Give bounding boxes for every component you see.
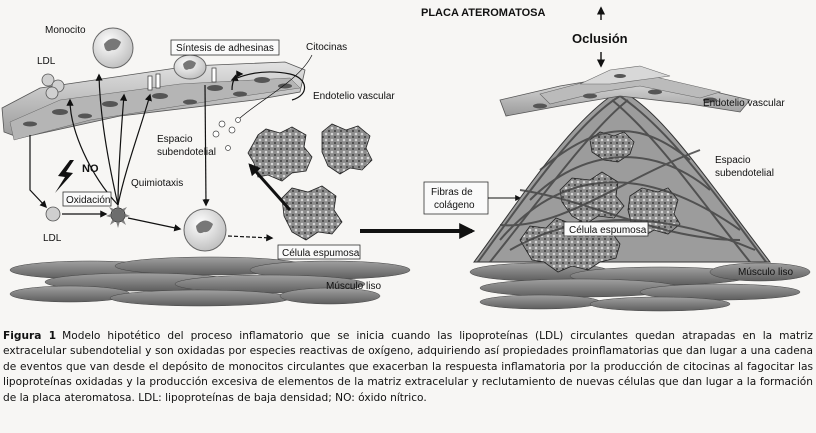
right-endothelium-layer [499, 65, 751, 117]
label-monocito: Monocito [45, 25, 86, 36]
label-espacio-right-1: Espacio [715, 155, 751, 166]
label-no: NO [82, 163, 99, 175]
ldl-top-particles [41, 73, 65, 100]
label-sintesis-adhesinas: Síntesis de adhesinas [176, 43, 274, 54]
caption-label: Figura 1 [3, 330, 57, 342]
foam-cell-arrow [248, 163, 292, 211]
oxidacion-box [62, 191, 112, 207]
label-quimiotaxis: Quimiotaxis [131, 178, 183, 189]
label-oxidacion: Oxidación [66, 195, 110, 206]
left-foam-cell-cluster [247, 123, 373, 241]
monocyte-top-cell [92, 27, 134, 69]
citocina-particles [212, 117, 241, 151]
label-musculo-liso-right: Músculo liso [738, 267, 793, 278]
label-endotelio-vascular-left: Endotelio vascular [313, 91, 395, 102]
label-musculo-liso-left: Músculo liso [326, 281, 381, 292]
label-fibras-2: colágeno [434, 200, 475, 211]
label-celula-espumosa-right: Célula espumosa [569, 225, 647, 236]
label-espacio-left-2: subendotelial [157, 147, 216, 158]
label-ldl-top: LDL [37, 56, 56, 67]
left-endothelium-layer [1, 61, 306, 141]
label-ldl-bottom: LDL [43, 233, 62, 244]
celula-espumosa-box-right [563, 221, 649, 237]
right-smooth-muscle-layer [469, 262, 811, 312]
adhering-monocyte-cell [173, 54, 207, 80]
ldl-bottom-particle [45, 206, 61, 222]
sintesis-adhesinas-box [170, 39, 280, 56]
middle-section: Fibras de colágeno [360, 181, 522, 239]
left-smooth-muscle-layer [9, 256, 411, 307]
label-celula-espumosa-left: Célula espumosa [282, 248, 360, 259]
oxidized-ldl-star [106, 203, 130, 228]
fibras-colageno-box [423, 181, 489, 215]
left-panel: Monocito LDL Síntesis de adhesinas Citoc… [1, 25, 411, 307]
label-citocinas: Citocinas [306, 42, 347, 53]
label-fibras-1: Fibras de [431, 187, 473, 198]
collagen-fibers [477, 95, 767, 263]
right-panel: PLACA ATEROMATOSA Oclusión Endotelio vas… [421, 6, 811, 312]
monocyte-bottom-cell [183, 208, 227, 252]
celula-espumosa-box-left [277, 244, 361, 260]
label-oclusion: Oclusión [572, 31, 628, 46]
label-endotelio-vascular-right: Endotelio vascular [703, 98, 785, 109]
label-placa-ateromatosa: PLACA ATEROMATOSA [421, 7, 546, 19]
adhesin-posts [147, 67, 217, 91]
label-espacio-right-2: subendotelial [715, 168, 774, 179]
label-espacio-left-1: Espacio [157, 134, 193, 145]
caption-text: Modelo hipotético del proceso inflamator… [3, 330, 813, 404]
no-lightning-icon [55, 160, 74, 193]
